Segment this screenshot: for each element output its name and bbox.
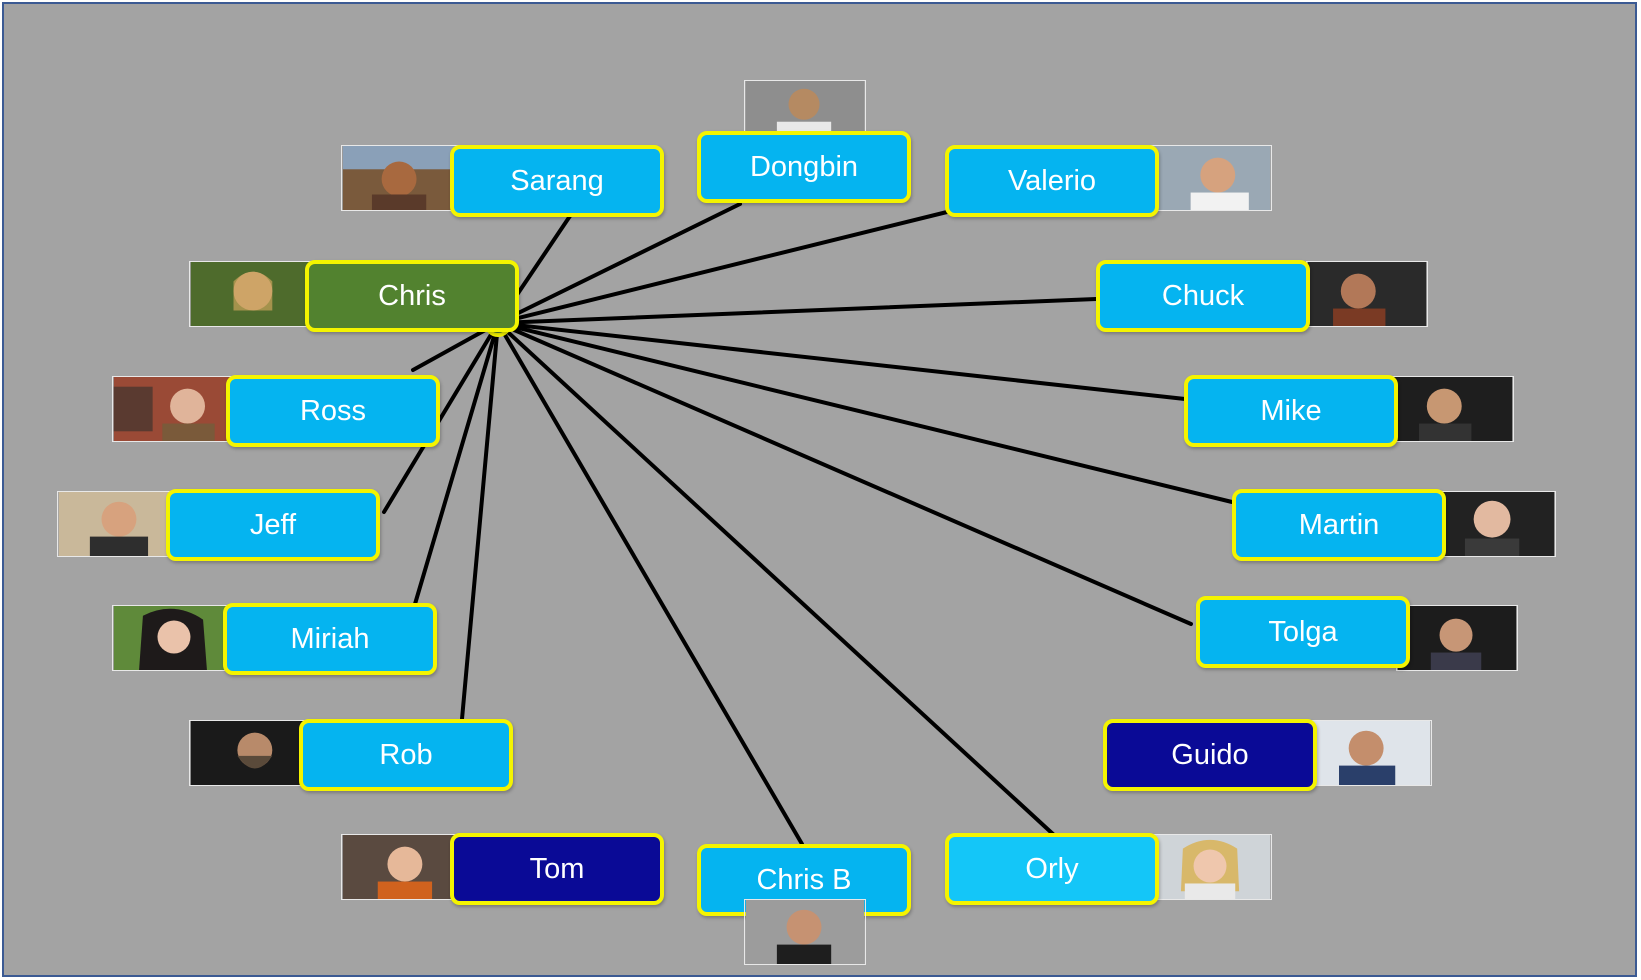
- person-label-chris[interactable]: Chris: [305, 260, 519, 332]
- miriah-photo: [112, 605, 234, 671]
- link-miriah: [413, 321, 500, 606]
- person-label-rob[interactable]: Rob: [299, 719, 513, 791]
- tom-photo: [341, 834, 463, 900]
- person-name: Chris B: [756, 863, 852, 896]
- link-valerio: [496, 210, 949, 325]
- person-name: Martin: [1298, 508, 1380, 541]
- person-name: Guido: [1171, 738, 1249, 771]
- valerio-photo: [1150, 145, 1272, 211]
- person-name: Valerio: [1007, 164, 1097, 197]
- person-label-tolga[interactable]: Tolga: [1196, 596, 1410, 668]
- person-name: Sarang: [510, 164, 604, 197]
- link-chris-b: [496, 321, 804, 846]
- person-name: Chuck: [1161, 279, 1245, 312]
- person-name: Miriah: [290, 622, 370, 655]
- jeff-photo: [57, 491, 179, 557]
- martin-photo: [1434, 491, 1556, 557]
- link-jeff: [382, 321, 500, 514]
- chris-photo: [189, 261, 311, 327]
- rob-photo: [189, 720, 311, 786]
- person-label-ross[interactable]: Ross: [226, 375, 440, 447]
- ross-photo: [112, 376, 234, 442]
- person-label-sarang[interactable]: Sarang: [450, 145, 664, 217]
- chuck-photo: [1306, 261, 1428, 327]
- person-name: Jeff: [249, 508, 297, 541]
- person-label-guido[interactable]: Guido: [1103, 719, 1317, 791]
- sarang-photo: [341, 145, 463, 211]
- person-name: Chris: [378, 279, 446, 312]
- person-label-chuck[interactable]: Chuck: [1096, 260, 1310, 332]
- link-martin: [496, 321, 1234, 504]
- person-name: Mike: [1260, 394, 1322, 427]
- link-rob: [460, 321, 500, 721]
- guido-photo: [1310, 720, 1432, 786]
- person-name: Dongbin: [749, 150, 859, 183]
- person-name: Tom: [529, 852, 585, 885]
- person-name: Rob: [379, 738, 433, 771]
- orly-photo: [1150, 834, 1272, 900]
- person-label-martin[interactable]: Martin: [1232, 489, 1446, 561]
- link-dongbin: [496, 202, 742, 325]
- person-label-miriah[interactable]: Miriah: [223, 603, 437, 675]
- link-mike: [496, 321, 1187, 401]
- person-label-jeff[interactable]: Jeff: [166, 489, 380, 561]
- mike-photo: [1392, 376, 1514, 442]
- person-label-tom[interactable]: Tom: [450, 833, 664, 905]
- chris-b-photo: [744, 899, 866, 965]
- link-chuck: [496, 297, 1098, 325]
- person-name: Orly: [1025, 852, 1079, 885]
- link-tolga: [496, 321, 1193, 626]
- person-name: Ross: [299, 394, 367, 427]
- person-label-valerio[interactable]: Valerio: [945, 145, 1159, 217]
- person-label-mike[interactable]: Mike: [1184, 375, 1398, 447]
- link-orly: [496, 321, 1056, 837]
- tolga-photo: [1396, 605, 1518, 671]
- person-label-dongbin[interactable]: Dongbin: [697, 131, 911, 203]
- person-label-orly[interactable]: Orly: [945, 833, 1159, 905]
- person-name: Tolga: [1268, 615, 1338, 648]
